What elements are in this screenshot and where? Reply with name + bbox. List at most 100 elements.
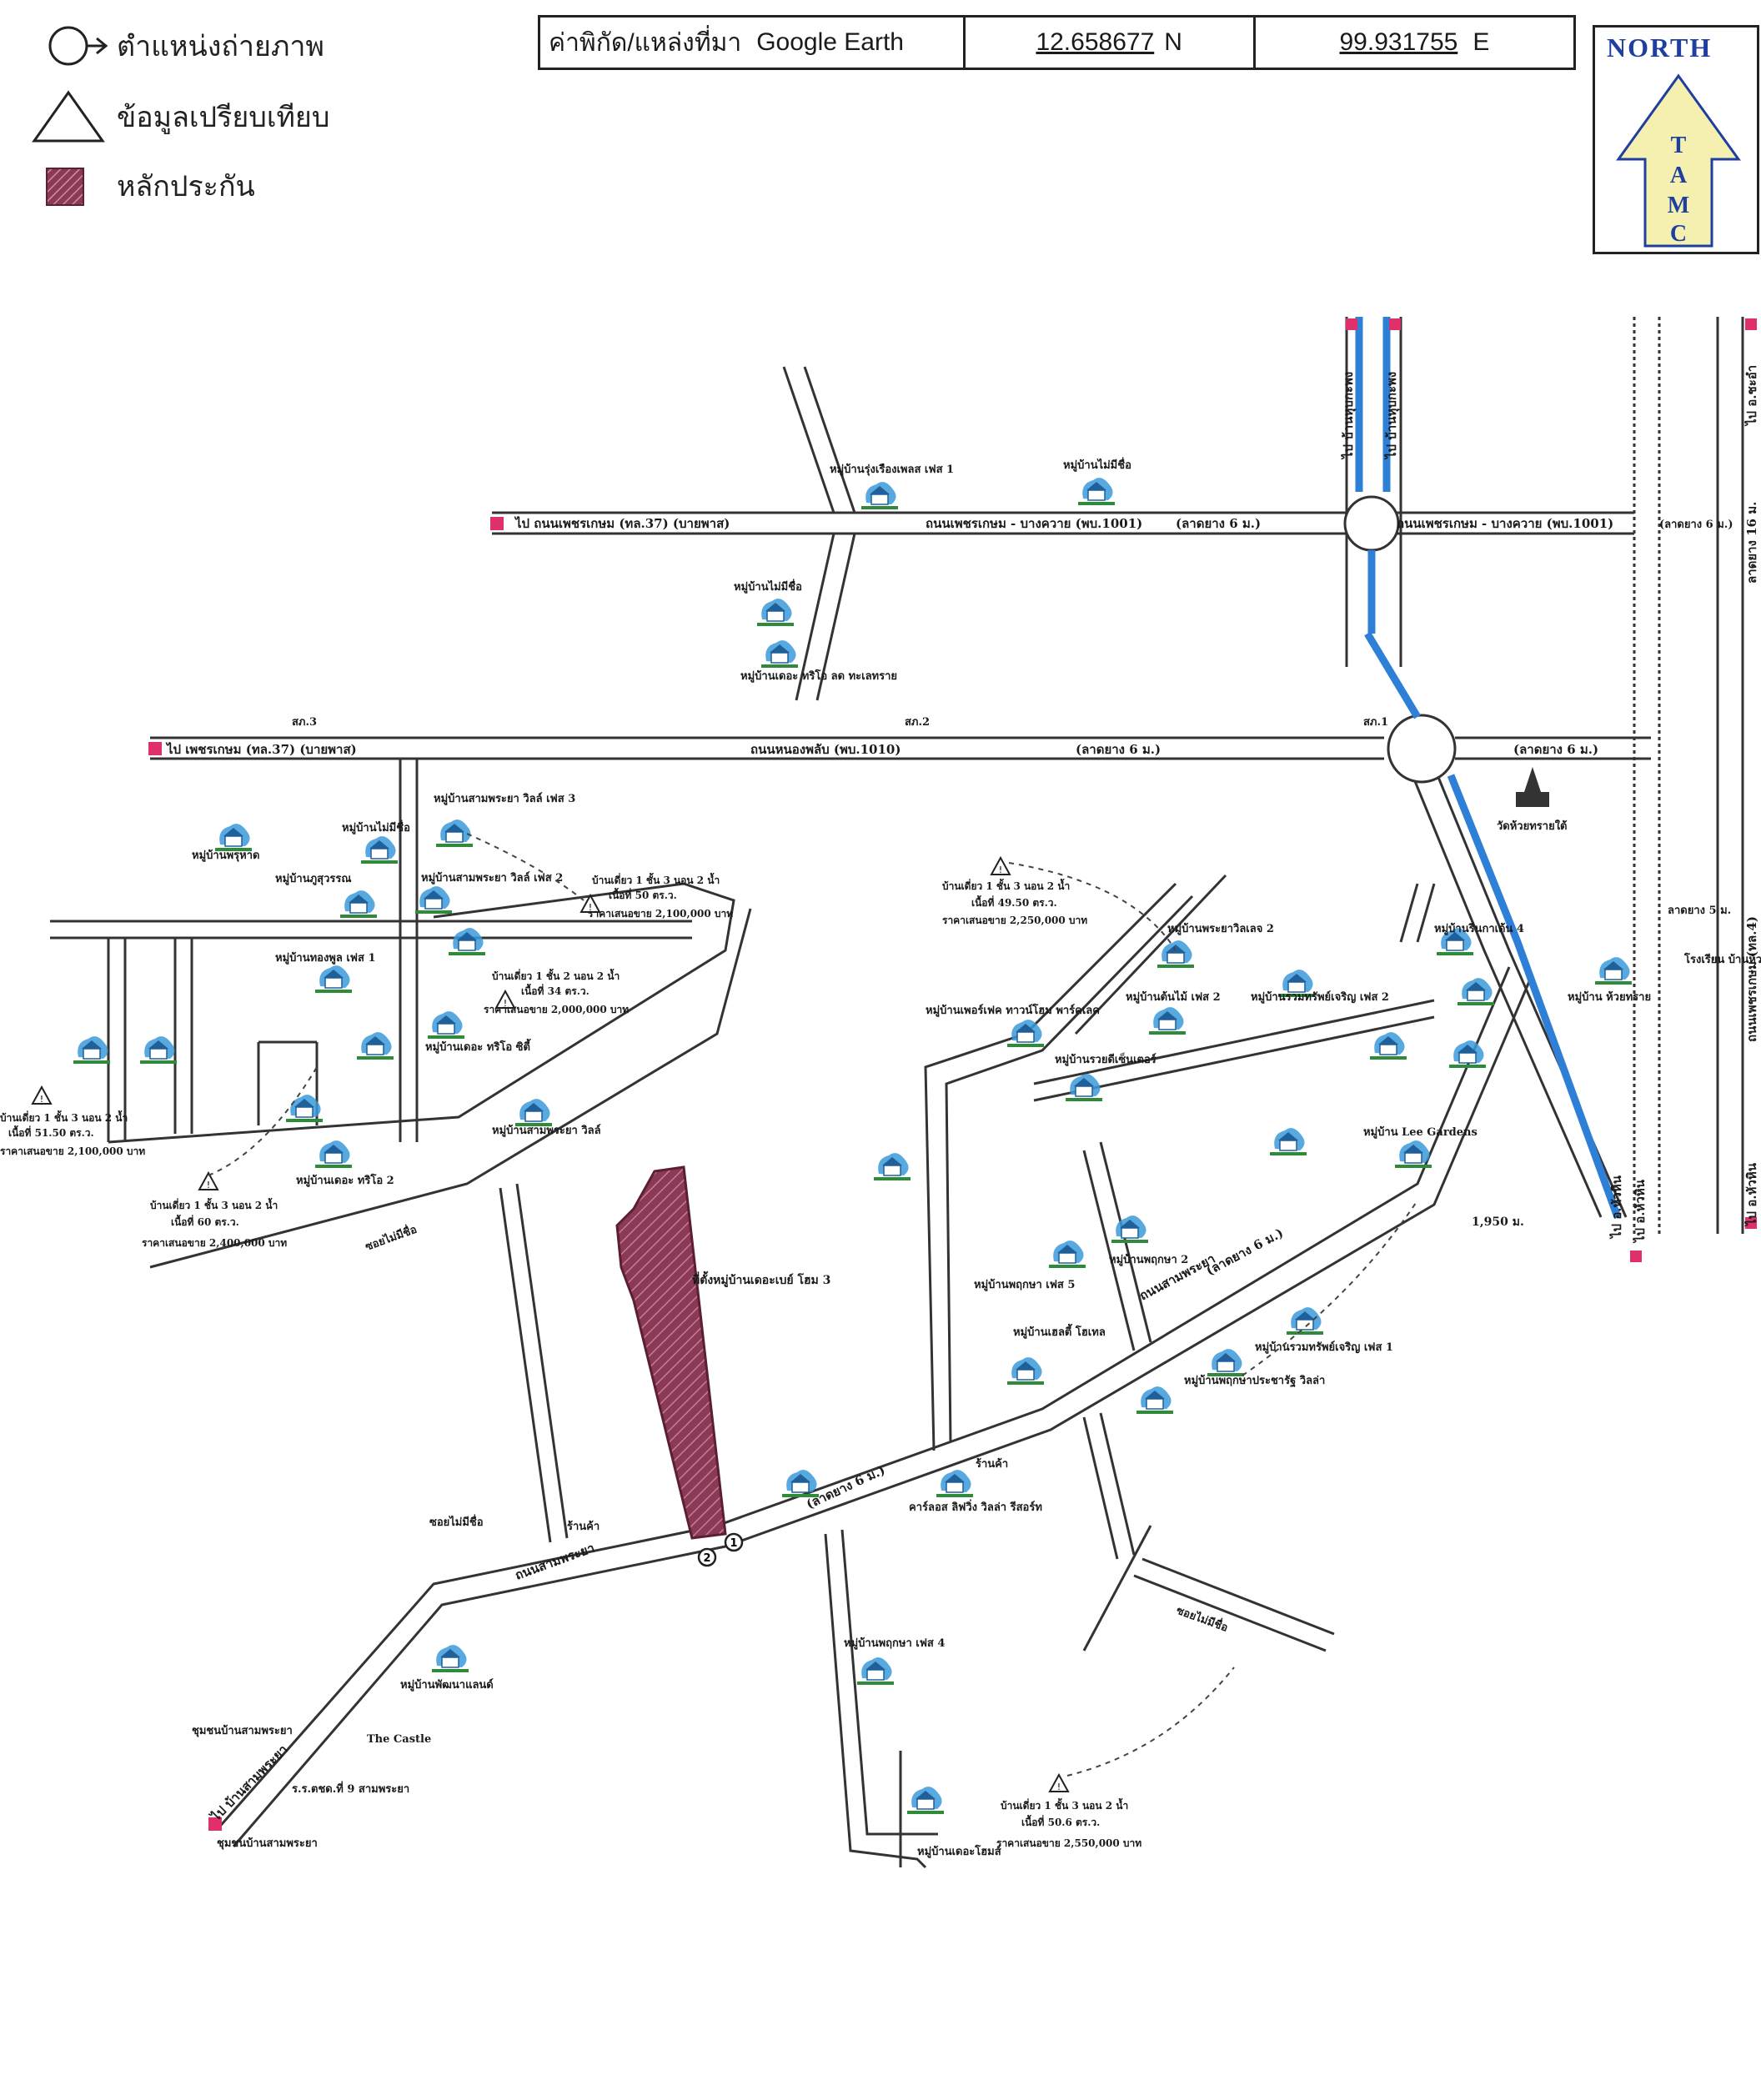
road-label: ถนนเพชรเกษม - บางควาย (พบ.1001) (926, 516, 1142, 531)
comparable-price: ราคาเสนอขาย 2,100,000 บาท (0, 1145, 145, 1157)
comparison-markers (32, 857, 1069, 1793)
place-label: สภ.2 (905, 716, 930, 729)
place-label: หมู่บ้านรุ่งเรืองเพลส เฟส 1 (830, 463, 954, 476)
roundabout-top (1343, 495, 1400, 552)
place-label: หมู่บ้านสามพระยา วิลล์ เฟส 2 (421, 871, 563, 885)
photo-point-2 (697, 1547, 717, 1567)
road-label: ไป อ.หัวหิน (1743, 1162, 1759, 1227)
temple-icon (1516, 767, 1549, 807)
road-label: ลาดยาง 16 ม. (1744, 502, 1759, 584)
photo-point-label: 2 (703, 1552, 710, 1565)
place-label: หมู่บ้านภูสุวรรณ (275, 872, 351, 885)
road-label: (ลาดยาง 6 ม.) (1659, 519, 1733, 531)
place-label: หมู่บ้านเดอะ ทริโอ 2 (296, 1173, 394, 1187)
road-label: ไป บ้านหุบกะพง (1340, 372, 1357, 460)
place-label: หมู่บ้านพฤกษา เฟส 5 (974, 1278, 1075, 1291)
road-label: ไป อ.หัวหิน (1632, 1179, 1648, 1244)
comparable-4: บ้านเดี่ยว 1 ชั้น 3 นอน 2 น้ำ เนื้อที่ 6… (142, 1197, 287, 1249)
place-label: หมู่บ้านพฤกษา 2 (1109, 1253, 1188, 1266)
place-label: หมู่บ้านไม่มีชื่อ (1063, 457, 1131, 472)
comparable-area: เนื้อที่ 50 ตร.ว. (609, 887, 677, 901)
road-label: (ลาดยาง 6 ม.) (1513, 742, 1598, 757)
coord-lon-cell: 99.931755 E (1256, 18, 1573, 68)
longitude-dir: E (1473, 28, 1490, 56)
comparable-2: บ้านเดี่ยว 1 ชั้น 2 นอน 2 น้ำ เนื้อที่ 3… (484, 968, 629, 1015)
north-letter: A (1670, 163, 1688, 188)
comparable-price: ราคาเสนอขาย 2,100,000 บาท (588, 908, 733, 920)
place-label: หมู่บ้านรีนกาเด้น 4 (1434, 922, 1524, 935)
place-label: หมู่บ้านพัฒนาแลนด์ (400, 1678, 494, 1692)
place-label: หมู่บ้านสามพระยา วิลล์ เฟส 3 (434, 792, 575, 805)
place-label: หมู่บ้าน Lee Gardens (1363, 1125, 1478, 1139)
place-label: หมู่บ้านเดอะ ทริโอ ซิตี้ (425, 1038, 531, 1054)
photo-point-1 (724, 1532, 744, 1552)
place-label: ร้านค้า (976, 1457, 1008, 1471)
legend-item-collateral: หลักประกัน (25, 157, 255, 215)
place-label: วัดห้วยทรายใต้ (1497, 819, 1568, 833)
coord-source-label: ค่าพิกัด/แหล่งที่มา (549, 28, 742, 57)
coord-lat-cell: 12.658677 N (966, 18, 1256, 68)
place-label: คาร์ลอส ลิฟวิ่ง วิลล่า รีสอร์ท (909, 1499, 1042, 1514)
comparable-desc: บ้านเดี่ยว 1 ชั้น 2 นอน 2 น้ำ (492, 968, 620, 982)
road-label: ลาดยาง 5 ม. (1668, 905, 1731, 917)
comparison-connectors (208, 833, 1418, 1777)
place-label: หมู่บ้านไม่มีชื่อ (342, 819, 410, 834)
comparable-price: ราคาเสนอขาย 2,550,000 บาท (996, 1837, 1141, 1849)
north-letter: M (1668, 193, 1689, 218)
camera-position-icon (25, 17, 117, 75)
road-end-markers (148, 318, 1757, 1831)
place-label: หมู่บ้านพระยาวิลเลจ 2 (1167, 922, 1274, 935)
collateral-parcel (615, 1165, 727, 1540)
comparable-desc: บ้านเดี่ยว 1 ชั้น 3 นอน 2 น้ำ (0, 1110, 128, 1124)
road-label: ซอยไม่มีชื่อ (1175, 1602, 1231, 1635)
road-label: ซอยไม่มีชื่อ (429, 1514, 484, 1529)
road-label: ไป ถนนเพชรเกษม (ทล.37) (บายพาส) (514, 515, 730, 531)
latitude-value: 12.658677 (1036, 28, 1155, 56)
legend-label: หลักประกัน (117, 170, 255, 203)
place-label: หมู่บ้านรวมทรัพย์เจริญ เฟส 1 (1255, 1341, 1393, 1354)
photo-points: 1 2 (697, 1532, 744, 1567)
legend-label: ข้อมูลเปรียบเทียบ (117, 101, 330, 134)
place-label: หมู่บ้านไม่มีชื่อ (734, 579, 802, 594)
comparable-price: ราคาเสนอขาย 2,400,000 บาท (142, 1237, 287, 1249)
comparable-area: เนื้อที่ 60 ตร.ว. (171, 1214, 239, 1228)
road-label: ไป อ.หัวหิน (1608, 1175, 1624, 1240)
comparable-area: เนื้อที่ 34 ตร.ว. (521, 983, 590, 997)
comparable-area: เนื้อที่ 49.50 ตร.ว. (971, 895, 1057, 909)
place-label: หมู่บ้านต้นไม้ เฟส 2 (1126, 990, 1221, 1004)
comparable-area: เนื้อที่ 50.6 ตร.ว. (1021, 1814, 1100, 1828)
place-label: หมู่บ้านพฤกษา เฟส 4 (844, 1636, 945, 1650)
legend-item-photo: ตำแหน่งถ่ายภาพ (25, 17, 324, 75)
place-label: หมู่บ้านเพอร์เฟค ทาวน์โฮม พาร์คเลค (926, 1003, 1100, 1017)
collateral-label: ที่ตั้งหมู่บ้านเดอะเบย์ โฮม 3 (692, 1271, 830, 1287)
place-label: The Castle (367, 1733, 431, 1746)
longitude-value: 99.931755 (1339, 28, 1458, 56)
north-arrow-box: NORTH T A M C (1593, 25, 1759, 254)
north-letter: C (1670, 221, 1687, 247)
legend-item-comparison: ข้อมูลเปรียบเทียบ (25, 88, 329, 146)
north-letter: T (1671, 133, 1687, 158)
comparable-5: บ้านเดี่ยว 1 ชั้น 3 นอน 2 น้ำ เนื้อที่ 4… (942, 878, 1087, 926)
place-label: สภ.1 (1363, 716, 1388, 729)
road-label: ไป บ้านหุบกะพง (1383, 372, 1400, 460)
collateral-hatch-icon (25, 157, 117, 215)
comparable-3: บ้านเดี่ยว 1 ชั้น 3 นอน 2 น้ำ เนื้อที่ 5… (0, 1110, 145, 1157)
place-label: หมู่บ้าน ห้วยทราย (1568, 990, 1651, 1004)
road-label: (ลาดยาง 6 ม.) (1176, 516, 1261, 531)
place-label: ชุมชนบ้านสามพระยา (217, 1837, 318, 1850)
place-label: หมู่บ้านเดอะโฮมส์ (917, 1844, 1001, 1858)
place-label: โรงเรียน บ้านห้วยทราย 5 (1683, 952, 1761, 966)
north-title: NORTH (1607, 33, 1713, 63)
place-label: สภ.3 (292, 716, 317, 729)
comparable-6: บ้านเดี่ยว 1 ชั้น 3 นอน 2 น้ำ เนื้อที่ 5… (996, 1797, 1141, 1849)
road-label: ไป อ.ชะอำ (1743, 365, 1759, 427)
place-label: หมู่บ้านทองพูล เฟส 1 (275, 951, 376, 965)
place-label: หมู่บ้านรวยดีเซ็นเตอร์ (1055, 1051, 1156, 1066)
road-label: (ลาดยาง 6 ม.) (1076, 742, 1161, 757)
place-label: หมู่บ้านพรุหาด (192, 849, 259, 862)
place-label: หมู่บ้านพฤกษาประชารัฐ วิลล่า (1184, 1374, 1325, 1388)
road-label: ไป เพชรเกษม (ทล.37) (บายพาส) (165, 741, 357, 757)
comparable-desc: บ้านเดี่ยว 1 ชั้น 3 นอน 2 น้ำ (1001, 1797, 1128, 1812)
triangle-comparison-icon (25, 88, 117, 146)
photo-point-label: 1 (730, 1537, 737, 1550)
